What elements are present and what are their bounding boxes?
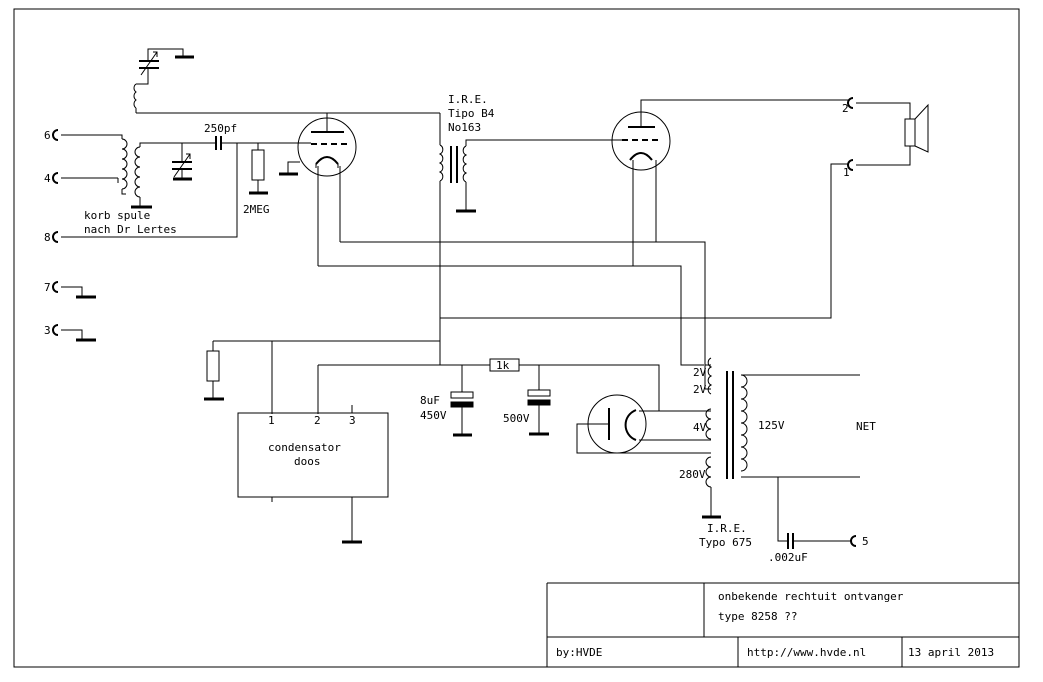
capacitor-250pf: 250pf: [182, 122, 309, 150]
variable-capacitor-1: [172, 143, 192, 181]
capacitor-002uf: 5 .002uF: [768, 477, 869, 564]
power-transformer-675: 2V 2V 4V 280V 125V NET I.R.E. Typo 675: [679, 357, 876, 549]
svg-text:I.R.E.: I.R.E.: [707, 522, 747, 535]
detector-tube: [279, 113, 357, 266]
terminal-6: 6: [44, 129, 59, 142]
svg-text:4: 4: [44, 172, 51, 185]
filament-wire-b: [318, 265, 704, 366]
svg-text:3: 3: [44, 324, 51, 337]
svg-text:125V: 125V: [758, 419, 785, 432]
terminal-4: 4: [44, 172, 59, 185]
bias-resistor: [204, 341, 224, 401]
svg-text:280V: 280V: [679, 468, 706, 481]
title-line-2: type 8258 ??: [718, 610, 797, 623]
svg-text:250pf: 250pf: [204, 122, 237, 135]
condensator-doos: 1 2 3 condensator doos: [237, 405, 389, 544]
author: by:HVDE: [556, 646, 602, 659]
svg-text:I.R.E.: I.R.E.: [448, 93, 488, 106]
capacitor-500v: 500V: [503, 365, 551, 436]
reaction-coil: [133, 48, 440, 114]
svg-text:NET: NET: [856, 420, 876, 433]
ht-line: [440, 364, 660, 411]
svg-text:1k: 1k: [496, 359, 510, 372]
svg-text:2MEG: 2MEG: [243, 203, 270, 216]
title-block: onbekende rechtuit ontvanger type 8258 ?…: [546, 582, 1019, 667]
svg-text:7: 7: [44, 281, 51, 294]
svg-text:2: 2: [314, 414, 321, 427]
svg-text:500V: 500V: [503, 412, 530, 425]
capacitor-8uf: 8uF 450V: [420, 365, 474, 437]
svg-text:2V: 2V: [693, 366, 707, 379]
svg-text:Tipo B4: Tipo B4: [448, 107, 495, 120]
svg-text:korb spule: korb spule: [84, 209, 150, 222]
svg-text:condensator: condensator: [268, 441, 341, 454]
svg-text:doos: doos: [294, 455, 321, 468]
drawing-frame: [13, 8, 1020, 668]
svg-text:2V: 2V: [693, 383, 707, 396]
resistor-2meg: 2MEG: [243, 143, 270, 216]
svg-text:1: 1: [843, 166, 850, 179]
svg-text:8uF: 8uF: [420, 394, 440, 407]
speaker-wire-1: [440, 163, 848, 319]
resistor-1k: 1k: [489, 358, 520, 372]
terminal-8: 8: [44, 231, 59, 244]
svg-text:3: 3: [349, 414, 356, 427]
rectifier-tube: [576, 394, 705, 454]
filament-wire-c: [656, 241, 706, 389]
output-tube: [611, 99, 848, 266]
svg-text:1: 1: [268, 414, 275, 427]
wire-terminal-8: [61, 143, 238, 238]
svg-text:4V: 4V: [693, 421, 707, 434]
svg-text:8: 8: [44, 231, 51, 244]
interstage-transformer-b4: I.R.E. Tipo B4 No163: [438, 93, 612, 365]
svg-text:.002uF: .002uF: [768, 551, 808, 564]
korb-spule-coil: korb spule nach Dr Lertes: [61, 134, 182, 236]
title-line-1: onbekende rechtuit ontvanger: [718, 590, 904, 603]
svg-text:Typo 675: Typo 675: [699, 536, 752, 549]
terminal-3: 3: [44, 324, 96, 342]
terminal-7: 7: [44, 281, 96, 299]
svg-text:nach Dr Lertes: nach Dr Lertes: [84, 223, 177, 236]
svg-text:2: 2: [842, 102, 849, 115]
loudspeaker: 2 1: [842, 97, 929, 179]
svg-text:450V: 450V: [420, 409, 447, 422]
drawing-date: 13 april 2013: [908, 646, 994, 659]
svg-text:5: 5: [862, 535, 869, 548]
svg-text:No163: No163: [448, 121, 481, 134]
website-url: http://www.hvde.nl: [747, 646, 866, 659]
svg-text:6: 6: [44, 129, 51, 142]
